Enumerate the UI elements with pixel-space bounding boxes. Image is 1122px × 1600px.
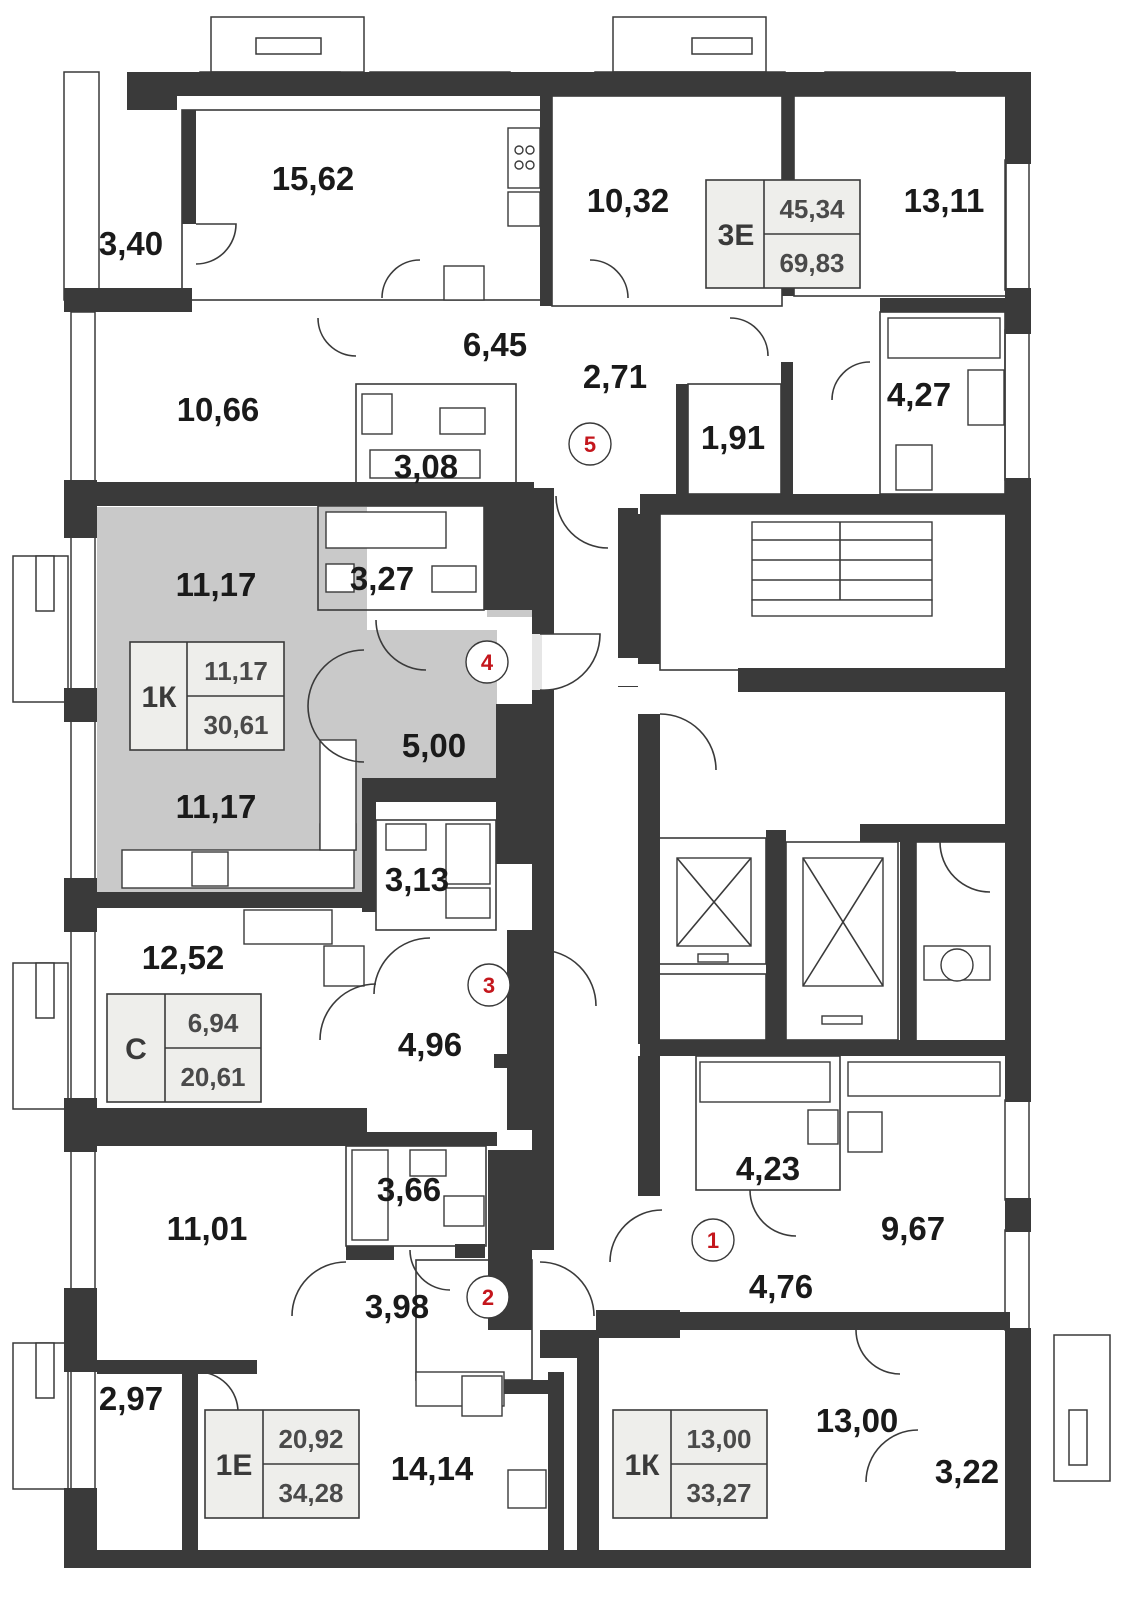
room-area: 9,67 xyxy=(881,1210,945,1247)
entrance-number: 4 xyxy=(481,650,494,675)
room-area: 3,40 xyxy=(99,225,163,262)
total-area: 20,61 xyxy=(180,1062,245,1092)
entrance-number: 5 xyxy=(584,432,596,457)
apartment-type: С xyxy=(125,1033,147,1066)
balcony-right-inner xyxy=(1068,1409,1088,1466)
entrance-marker: 5 xyxy=(568,422,612,466)
partitions xyxy=(181,95,1007,1381)
apartment-badge: С 6,94 20,61 xyxy=(106,993,262,1103)
room-area: 3,22 xyxy=(935,1453,999,1490)
apartment-badge: 1К 11,17 30,61 xyxy=(129,641,285,751)
entrance-number: 3 xyxy=(483,973,495,998)
entrance-marker: 1 xyxy=(691,1218,735,1262)
balcony-top-left-inner xyxy=(255,37,322,55)
balconies xyxy=(12,16,1111,1490)
apartment-type: 3Е xyxy=(718,219,755,252)
total-area: 33,27 xyxy=(686,1478,751,1508)
living-area: 45,34 xyxy=(779,194,845,224)
elevators xyxy=(676,857,884,1025)
entrance-markers: 1 2 3 4 5 xyxy=(465,422,735,1319)
total-area: 30,61 xyxy=(203,710,268,740)
apartment-type: 1К xyxy=(142,681,178,714)
apartment-badge: 3Е 45,34 69,83 xyxy=(705,179,861,289)
room-area: 13,11 xyxy=(904,182,985,219)
room-area: 12,52 xyxy=(142,939,225,976)
room-area: 1,91 xyxy=(701,419,765,456)
entrance-marker: 3 xyxy=(467,963,511,1007)
apartment-type: 1Е xyxy=(216,1449,253,1482)
living-area: 6,94 xyxy=(188,1008,239,1038)
living-area: 20,92 xyxy=(278,1424,343,1454)
room-area: 2,97 xyxy=(99,1380,163,1417)
entrance-marker: 2 xyxy=(466,1275,510,1319)
apartment-badge: 1К 13,00 33,27 xyxy=(612,1409,768,1519)
room-area: 4,27 xyxy=(887,376,951,413)
room-area: 4,76 xyxy=(749,1268,813,1305)
room-area: 3,98 xyxy=(365,1288,429,1325)
room-area: 14,14 xyxy=(391,1450,474,1487)
room-area: 4,23 xyxy=(736,1150,800,1187)
living-area: 11,17 xyxy=(204,656,268,686)
room-area: 11,01 xyxy=(167,1210,248,1247)
apartment-type: 1К xyxy=(625,1449,661,1482)
room-area: 5,00 xyxy=(402,727,466,764)
staircase xyxy=(751,521,933,617)
room-area: 15,62 xyxy=(272,160,355,197)
room-area: 11,17 xyxy=(176,566,257,603)
total-area: 34,28 xyxy=(278,1478,343,1508)
room-area: 3,66 xyxy=(377,1171,441,1208)
entrance-number: 1 xyxy=(707,1228,719,1253)
total-area: 69,83 xyxy=(779,248,844,278)
room-area: 13,00 xyxy=(816,1402,899,1439)
balcony-left-2-inner xyxy=(35,962,55,1019)
room-area: 10,66 xyxy=(177,391,260,428)
entrance-marker: 4 xyxy=(465,640,509,684)
fixtures xyxy=(121,127,1005,1509)
room-area: 3,27 xyxy=(350,560,414,597)
loggia-top-left xyxy=(63,71,100,301)
living-area: 13,00 xyxy=(686,1424,751,1454)
balcony-top-right-inner xyxy=(691,37,753,55)
room-area: 11,17 xyxy=(176,788,257,825)
walls xyxy=(64,72,1031,1568)
balcony-left-1-inner xyxy=(35,555,55,612)
room-area: 3,08 xyxy=(394,448,458,485)
room-areas: 15,62 3,40 10,32 13,11 6,45 2,71 10,66 3… xyxy=(99,160,999,1490)
entrance-number: 2 xyxy=(482,1285,494,1310)
room-area: 2,71 xyxy=(583,358,647,395)
room-area: 3,13 xyxy=(385,861,449,898)
room-area: 6,45 xyxy=(463,326,527,363)
balcony-left-3-inner xyxy=(35,1342,55,1399)
doors xyxy=(195,223,991,1483)
room-area: 10,32 xyxy=(587,182,670,219)
room-area: 4,96 xyxy=(398,1026,462,1063)
apartment-badge: 1Е 20,92 34,28 xyxy=(204,1409,360,1519)
